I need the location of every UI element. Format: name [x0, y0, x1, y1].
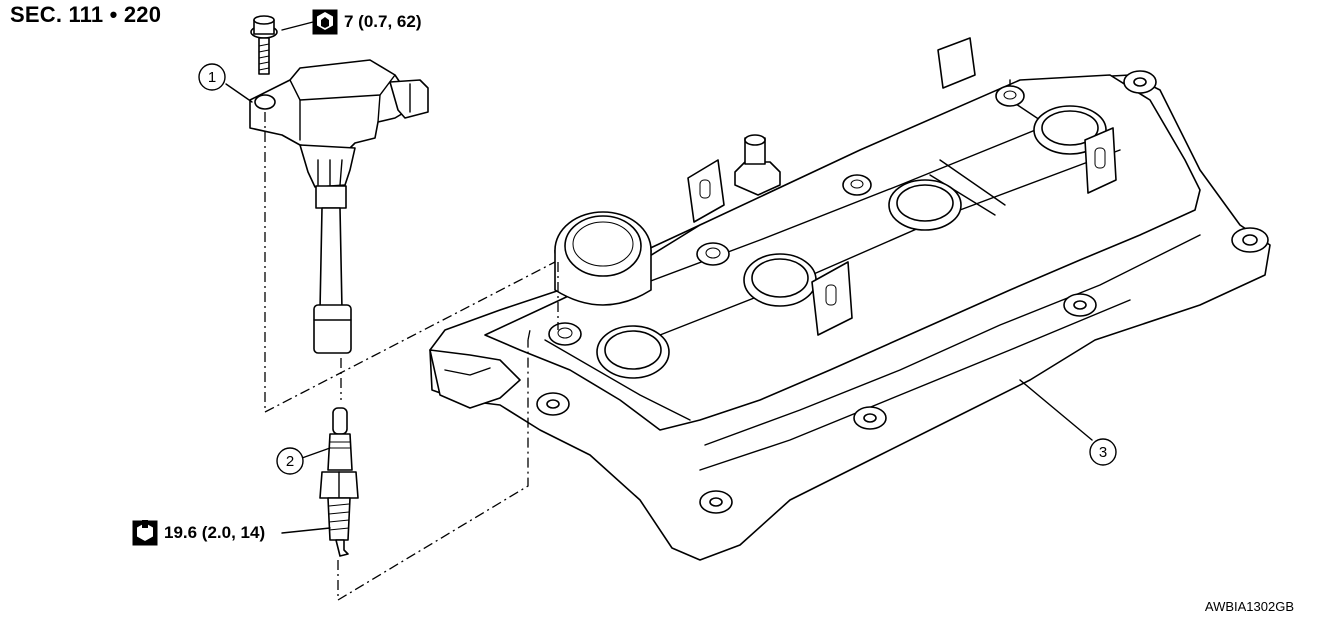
section-title: SEC. 111 • 220: [10, 2, 162, 27]
leader-line-2: [301, 447, 331, 459]
torque-value-spark-plug: 19.6 (2.0, 14): [164, 523, 266, 542]
callout-1: 1: [198, 63, 226, 91]
leader-line-torque-plug: [281, 527, 331, 534]
figure-id: AWBIA1302GB: [1204, 599, 1294, 614]
spark-plug-torque-icon: [132, 520, 158, 546]
torque-spec-bolt: 7 (0.7, 62): [312, 9, 422, 35]
leader-line-1: [225, 83, 253, 103]
torque-value-bolt: 7 (0.7, 62): [344, 12, 422, 31]
alignment-lines: [264, 112, 559, 602]
svg-text:3: 3: [1099, 444, 1107, 461]
bolt-torque-icon: [312, 9, 338, 35]
torque-spec-spark-plug: 19.6 (2.0, 14): [132, 520, 265, 546]
svg-text:1: 1: [208, 69, 216, 86]
ignition-coil: [249, 59, 429, 354]
rocker-cover: [429, 37, 1271, 561]
callout-3: 3: [1089, 438, 1117, 466]
spark-plug: [319, 407, 359, 557]
svg-text:2: 2: [286, 453, 294, 470]
callout-2: 2: [276, 447, 304, 475]
leader-line-3: [1019, 379, 1093, 441]
coil-bolt: [250, 15, 314, 75]
